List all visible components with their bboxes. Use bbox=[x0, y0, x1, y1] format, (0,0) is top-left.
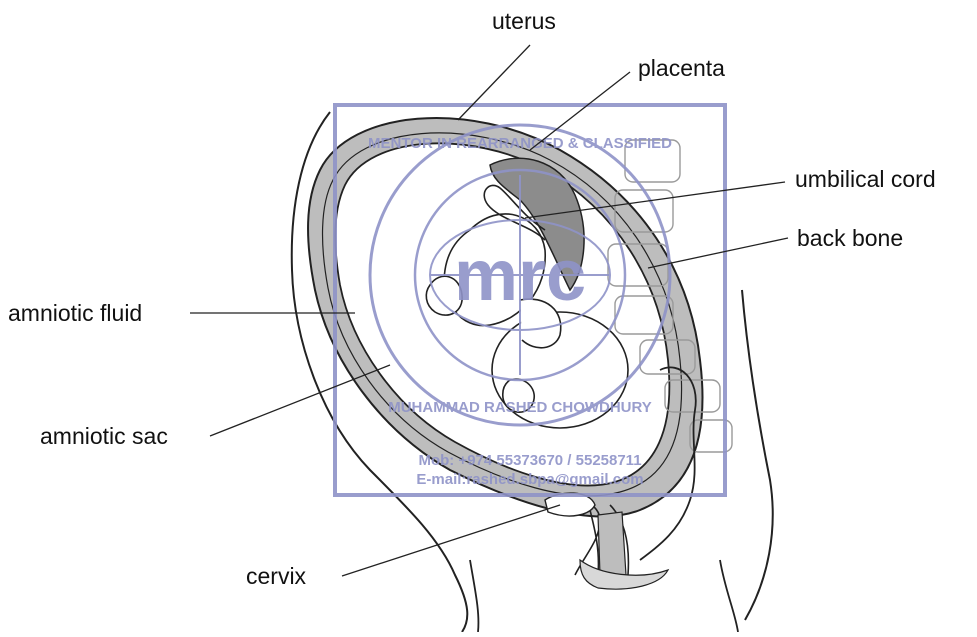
label-back-bone: back bone bbox=[797, 227, 903, 250]
amniotic-sac-leader bbox=[210, 365, 390, 436]
birth-canal-fill bbox=[598, 512, 626, 575]
label-amniotic-fluid: amniotic fluid bbox=[8, 302, 142, 325]
label-umbilical-cord: umbilical cord bbox=[795, 168, 936, 191]
watermark-name-text: MUHAMMAD RASHED CHOWDHURY bbox=[388, 399, 652, 416]
watermark-logo: mrc bbox=[454, 236, 586, 316]
watermark-ring-text: MENTOR IN REARRANGED & CLASSIFIED bbox=[368, 135, 672, 152]
back-outline bbox=[742, 290, 773, 620]
uterus-leader bbox=[458, 45, 530, 120]
watermark-email: E-mail:rashed.sbpa@gmail.com bbox=[416, 471, 643, 488]
label-cervix: cervix bbox=[246, 565, 306, 588]
label-amniotic-sac: amniotic sac bbox=[40, 425, 168, 448]
label-uterus: uterus bbox=[492, 10, 556, 33]
label-placenta: placenta bbox=[638, 57, 725, 80]
watermark-mobile: Mob: +974 55373670 / 55258711 bbox=[418, 452, 641, 469]
